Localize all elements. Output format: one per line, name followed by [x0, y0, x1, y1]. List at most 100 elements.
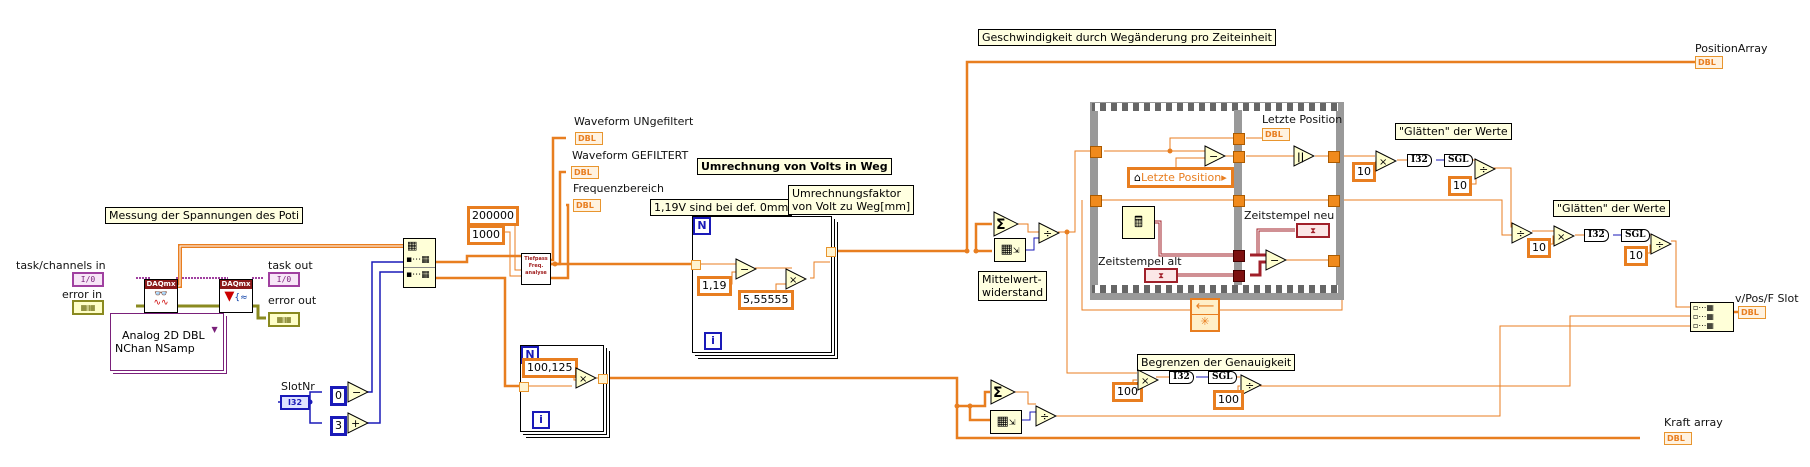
svg-text:Σ: Σ: [996, 217, 1006, 233]
conversion-for-loop[interactable]: [692, 216, 832, 353]
dropdown-arrow-icon: ▼: [211, 325, 218, 334]
lowpass-filter-express-vi[interactable]: Tiefpass Freq. analyse: [521, 253, 551, 285]
local-variable-last-position[interactable]: ⌂Letzte Position▸: [1127, 167, 1234, 188]
to-sgl-node-c[interactable]: SGL: [1208, 371, 1237, 384]
divide-mean-node[interactable]: ÷: [1038, 222, 1060, 244]
multiply-100-node[interactable]: ×: [1137, 369, 1159, 391]
sequence-tunnel-pos-in: [1090, 146, 1102, 158]
const-force-factor[interactable]: 100,125: [522, 358, 578, 378]
const-mult100[interactable]: 100: [1112, 382, 1143, 402]
timestamp-old-control[interactable]: ⧗: [1144, 268, 1178, 283]
subtract-position-node[interactable]: −: [1204, 145, 1226, 167]
add-node[interactable]: +: [347, 412, 369, 434]
comment-speed: Geschwindigkeit durch Wegänderung pro Ze…: [978, 29, 1276, 46]
const-sample-rate[interactable]: 200000: [467, 206, 519, 226]
svg-text:+: +: [351, 417, 360, 430]
svg-text:÷: ÷: [1245, 379, 1254, 392]
to-i32-node-c[interactable]: I32: [1169, 371, 1194, 384]
const-mult10-a[interactable]: 10: [1352, 162, 1376, 182]
const-mult10-b[interactable]: 10: [1527, 238, 1551, 258]
daqmx-read-vi[interactable]: DAQmx 👓 ∿∿: [144, 279, 178, 313]
comment-measure: Messung der Spannungen des Poti: [105, 207, 304, 224]
const-slot-plus[interactable]: 3: [330, 416, 347, 436]
sequence-tunnel-out2: [1328, 195, 1340, 207]
subtract-node[interactable]: −: [347, 381, 369, 403]
label-error-out: error out: [268, 294, 317, 307]
asterisk-icon: ✳: [1200, 315, 1210, 328]
absolute-value-node[interactable]: ||: [1293, 145, 1315, 167]
input-tunnel: [691, 260, 701, 270]
multiply-10-a-node[interactable]: ×: [1375, 150, 1397, 172]
sequence-filmstrip-bottom: [1092, 285, 1338, 293]
const-div10-a[interactable]: 10: [1448, 176, 1472, 196]
comment-offset: 1,19V sind bei def. 0mm: [650, 199, 793, 216]
to-i32-node-b[interactable]: I32: [1584, 229, 1609, 242]
array-size-force-node[interactable]: ▦⇲: [990, 410, 1022, 434]
label-task-in: task/channels in: [16, 259, 106, 272]
sequence-tunnel-ts-new: [1233, 250, 1245, 262]
const-slot-min[interactable]: 0: [330, 386, 347, 406]
to-i32-node-a[interactable]: I32: [1407, 154, 1432, 167]
svg-text:×: ×: [1141, 376, 1149, 387]
divide-time-node[interactable]: ÷: [1511, 222, 1533, 244]
build-array-node[interactable]: ▫⋯▦▫⋯▦▫⋯▦: [1690, 302, 1734, 332]
comment-accuracy: Begrenzen der Genauigkeit: [1137, 354, 1296, 371]
const-samples[interactable]: 1000: [467, 225, 505, 245]
to-sgl-node-a[interactable]: SGL: [1444, 154, 1473, 167]
array-size-node[interactable]: ▦⇲: [994, 238, 1026, 262]
position-array-indicator[interactable]: DBL: [1695, 56, 1723, 69]
to-sgl-node-b[interactable]: SGL: [1621, 229, 1650, 242]
comment-conversion: Umrechnung von Volts in Weg: [697, 158, 892, 175]
task-out-indicator[interactable]: I/0: [268, 272, 300, 287]
svg-text:×: ×: [789, 275, 797, 286]
svg-text:÷: ÷: [1479, 163, 1488, 176]
divide-100-node[interactable]: ÷: [1240, 374, 1262, 396]
frequency-range-indicator[interactable]: DBL: [573, 199, 601, 212]
subtract-offset-node[interactable]: −: [735, 258, 757, 280]
arrow-left-icon: ⟵: [1192, 300, 1218, 315]
loop-count-terminal[interactable]: N: [693, 217, 711, 235]
subtract-time-node[interactable]: −: [1265, 249, 1287, 271]
divide-force-node[interactable]: ÷: [1035, 405, 1057, 427]
daqmx-read-mode-selector[interactable]: Analog 2D DBL NChan NSamp ▼: [110, 313, 224, 371]
force-output-tunnel: [598, 374, 608, 384]
waveform-icon: ∿∿: [153, 298, 169, 308]
divide-10-a-node[interactable]: ÷: [1474, 158, 1496, 180]
const-div10-b[interactable]: 10: [1624, 246, 1648, 266]
error-out-indicator[interactable]: ▦▦: [268, 312, 300, 327]
flat-sequence-structure[interactable]: [1090, 102, 1344, 300]
output-tunnel: [826, 247, 836, 257]
divide-10-b-node[interactable]: ÷: [1650, 233, 1672, 255]
waveform-unfiltered-indicator[interactable]: DBL: [575, 132, 603, 145]
daqmx-clear-task-vi[interactable]: DAQmx ▼{≈: [219, 279, 253, 313]
slot-nr-control[interactable]: I32: [280, 395, 310, 410]
last-position-indicator[interactable]: DBL: [1262, 128, 1290, 141]
const-offset[interactable]: 1,19: [697, 276, 732, 296]
label-last-position: Letzte Position: [1262, 113, 1343, 126]
error-in-control[interactable]: ▦▦: [72, 300, 104, 315]
svg-text:Σ: Σ: [993, 385, 1003, 401]
svg-text:−: −: [1209, 150, 1218, 163]
index-array-node[interactable]: ▦ ▪⋯▦ ▪⋯▦: [403, 238, 436, 288]
multiply-10-b-node[interactable]: ×: [1553, 225, 1575, 247]
const-div100[interactable]: 100: [1213, 390, 1244, 410]
sum-array-node[interactable]: Σ: [993, 211, 1019, 237]
multiply-force-node[interactable]: ×: [575, 367, 597, 389]
svg-text:−: −: [1270, 254, 1279, 267]
waveform-filtered-indicator[interactable]: DBL: [571, 166, 599, 179]
sum-force-node[interactable]: Σ: [990, 379, 1016, 405]
const-factor[interactable]: 5,55555: [738, 290, 794, 310]
home-icon: ⌂: [1134, 171, 1141, 184]
label-slot-nr: SlotNr: [281, 380, 315, 393]
sequence-tunnel-val-in: [1090, 195, 1102, 207]
timestamp-new-indicator[interactable]: ⧗: [1296, 223, 1330, 238]
while-loop-stop-terminal[interactable]: ⟵ ✳: [1190, 298, 1220, 332]
get-date-time-node[interactable]: 🖩: [1122, 206, 1155, 239]
multiply-factor-node[interactable]: ×: [785, 268, 807, 290]
task-in-control[interactable]: I/0: [72, 272, 104, 287]
force-array-indicator[interactable]: DBL: [1664, 432, 1692, 445]
vpos-slot-indicator[interactable]: DBL: [1738, 306, 1766, 319]
svg-text:||: ||: [1297, 152, 1304, 163]
label-vpos-slot: v/Pos/F Slot: [1735, 292, 1799, 305]
label-error-in: error in: [62, 288, 103, 301]
